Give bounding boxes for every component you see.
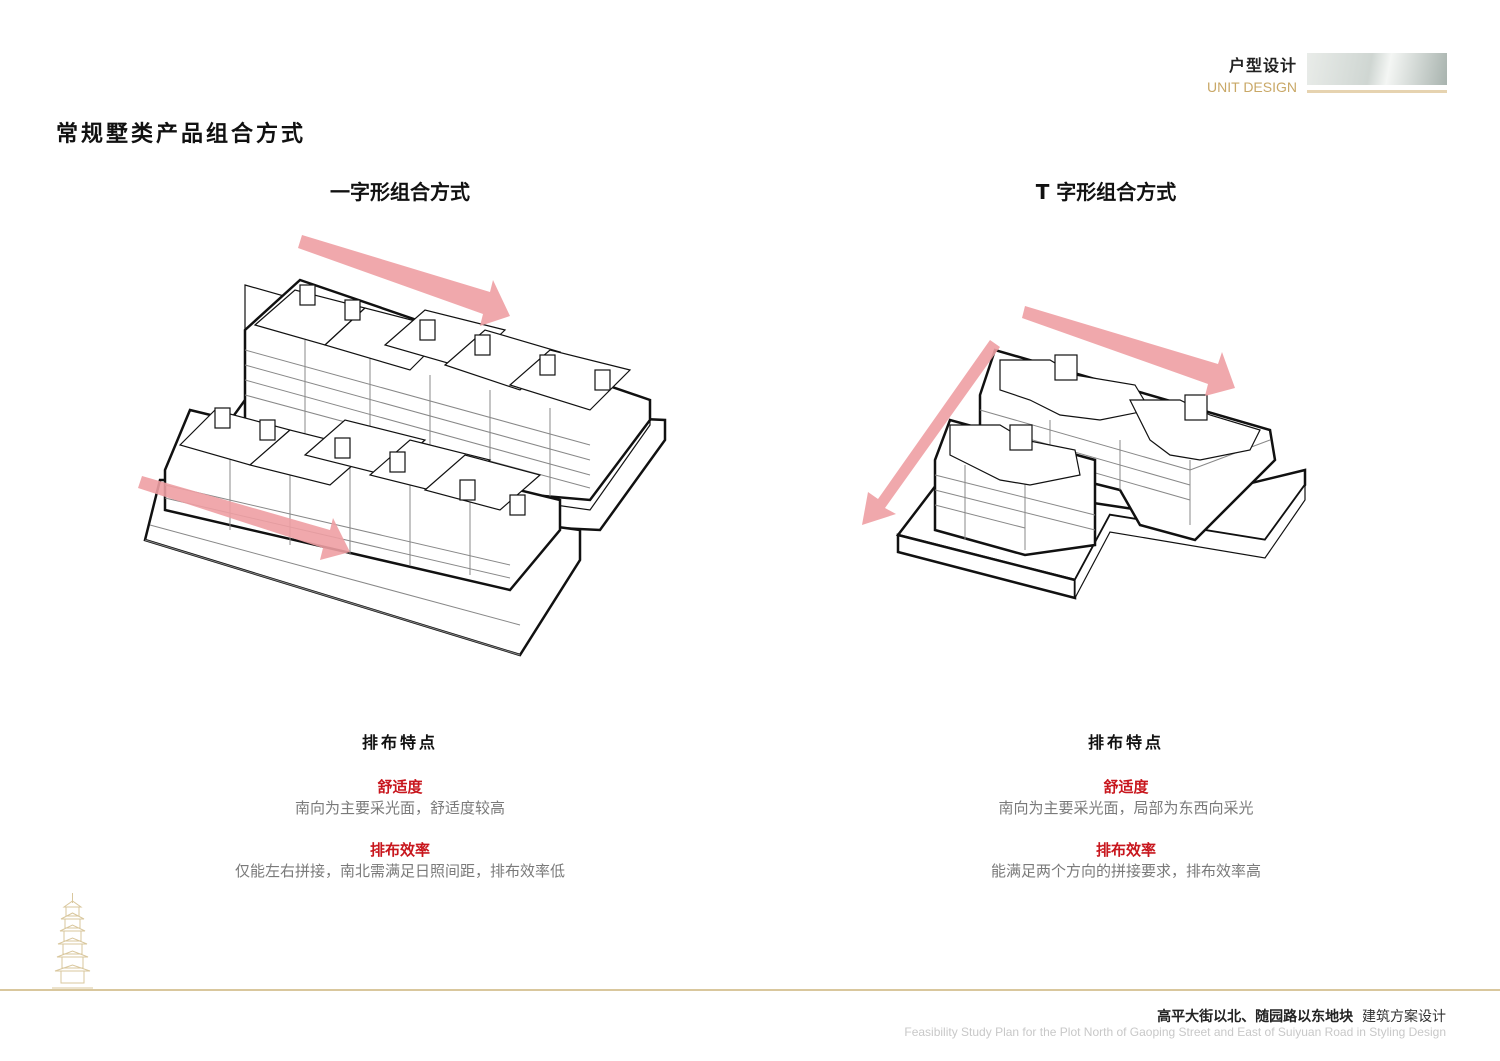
t-combination-diagram — [862, 306, 1307, 600]
right-feature-heading: 排布特点 — [1087, 733, 1164, 752]
left-efficiency-desc: 仅能左右拼接，南北需满足日照间距，排布效率低 — [234, 862, 565, 880]
linear-combination-title: 一字形组合方式 — [330, 180, 470, 204]
footer-project-name: 高平大街以北、随园路以东地块 — [1157, 1009, 1354, 1025]
footer-english: Feasibility Study Plan for the Plot Nort… — [904, 1025, 1446, 1039]
section-subtitle: UNIT DESIGN — [1207, 79, 1297, 95]
t-combination-title: T 字形组合方式 — [1035, 180, 1177, 204]
left-comfort-label: 舒适度 — [377, 778, 423, 796]
footer-rule — [0, 989, 1500, 991]
footer-project: 高平大街以北、随园路以东地块 建筑方案设计 — [1157, 1006, 1446, 1026]
pagoda-icon — [52, 893, 93, 989]
header-decorative-image — [1307, 53, 1447, 85]
left-comfort-desc: 南向为主要采光面，舒适度较高 — [294, 799, 505, 817]
page-title: 常规墅类产品组合方式 — [56, 121, 307, 147]
right-comfort-desc: 南向为主要采光面，局部为东西向采光 — [998, 799, 1254, 817]
right-comfort-label: 舒适度 — [1103, 778, 1149, 796]
right-efficiency-label: 排布效率 — [1095, 841, 1156, 859]
linear-combination-diagram — [138, 235, 667, 657]
section-title: 户型设计 — [1228, 56, 1297, 75]
footer-design-type: 建筑方案设计 — [1362, 1009, 1446, 1025]
left-feature-heading: 排布特点 — [361, 733, 438, 752]
header-rule — [1307, 90, 1447, 93]
right-efficiency-desc: 能满足两个方向的拼接要求，排布效率高 — [990, 862, 1261, 880]
left-efficiency-label: 排布效率 — [369, 841, 430, 859]
